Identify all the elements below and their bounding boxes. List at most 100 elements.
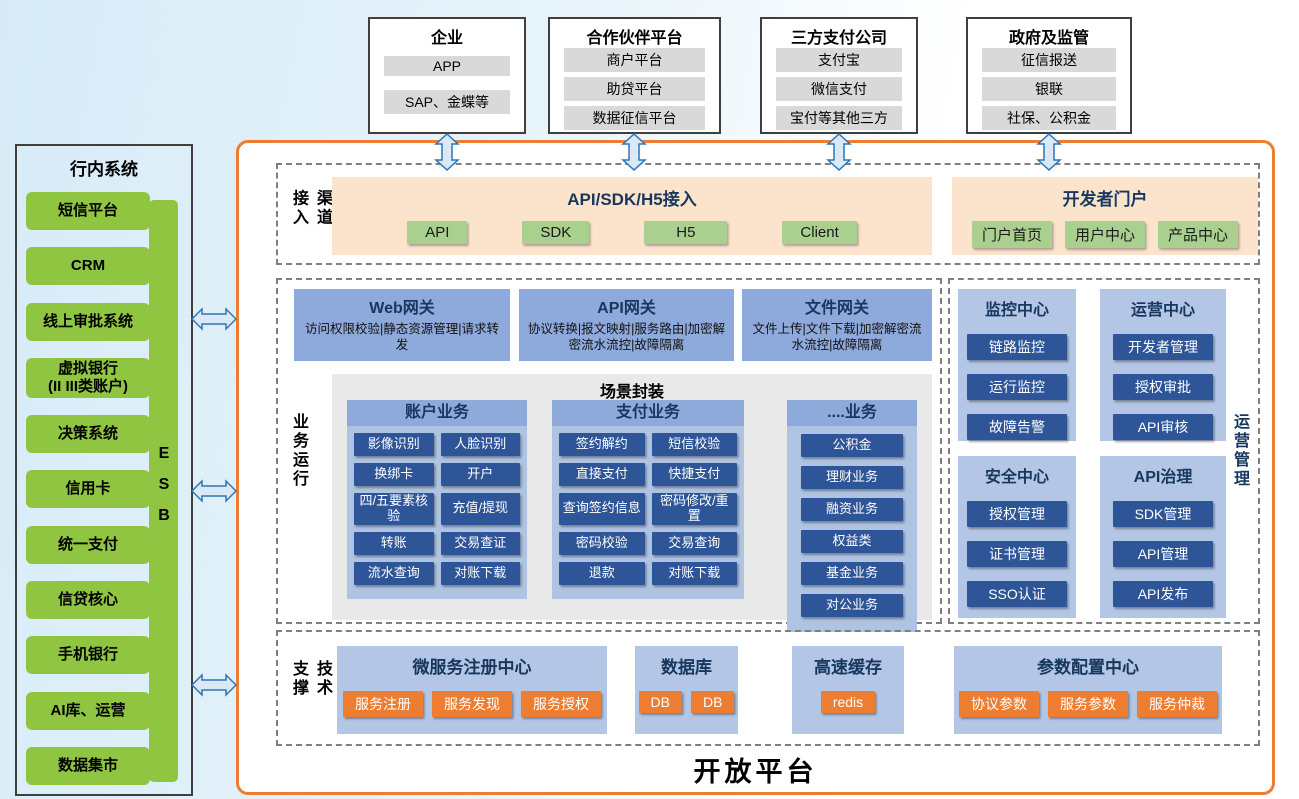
panel-title: 参数配置中心 (1037, 658, 1139, 677)
external-box-title: 合作伙伴平台 (586, 30, 683, 47)
group-grid: 签约解约 短信校验 直接支付 快捷支付 查询签约信息 密码修改/重置 密码校验 … (552, 426, 744, 592)
external-box-enterprise: 企业 APP SAP、金蝶等 (368, 17, 526, 134)
panel-title: 数据库 (661, 658, 712, 677)
gateway-title: Web网关 (369, 300, 435, 317)
service-chip: 直接支付 (559, 463, 645, 486)
client-chip: Client (782, 221, 857, 244)
gateway-desc: 访问权限校验|静态资源管理|请求转发 (305, 322, 499, 353)
external-box-title: 三方支付公司 (790, 30, 887, 47)
internal-system-item: 统一支付 (26, 525, 150, 564)
ops-chip: 运行监控 (967, 374, 1067, 400)
service-chip: 转账 (354, 531, 434, 555)
external-item: SAP、金蝶等 (384, 89, 510, 114)
internal-systems-list: 短信平台 CRM 线上审批系统 虚拟银行 (II III类账户) 决策系统 信用… (26, 192, 150, 785)
internal-system-item: 信用卡 (26, 470, 150, 509)
service-chip: 开户 (440, 463, 520, 486)
panel-title: 高速缓存 (814, 658, 882, 677)
other-business-group: ....业务 公积金 理财业务 融资业务 权益类 基金业务 对公业务 (787, 400, 917, 632)
external-item: 商户平台 (564, 48, 705, 72)
service-chip: 交易查询 (651, 531, 737, 555)
tech-chip: 服务发现 (432, 691, 512, 717)
operation-management-label: 运营管理 (1231, 413, 1248, 489)
external-box-title: 政府及监管 (1008, 30, 1089, 47)
product-center-chip: 产品中心 (1158, 221, 1239, 248)
external-item: 社保、公积金 (982, 106, 1116, 130)
cache-panel: 高速缓存 redis (792, 646, 904, 734)
external-box-partner-platform: 合作伙伴平台 商户平台 助贷平台 数据征信平台 (548, 17, 721, 134)
external-box-government-regulator: 政府及监管 征信报送 银联 社保、公积金 (966, 17, 1132, 134)
tech-buttons-row: redis (820, 691, 876, 713)
ops-chip: SSO认证 (967, 581, 1067, 607)
service-chip: 影像识别 (354, 433, 434, 456)
api-chip: API (407, 221, 468, 244)
ops-chip: 链路监控 (967, 334, 1067, 360)
tech-chip: 服务注册 (343, 691, 423, 717)
api-governance-panel: API治理 SDK管理 API管理 API发布 (1100, 456, 1226, 618)
service-chip: 换绑卡 (354, 463, 434, 486)
external-box-title: 企业 (430, 30, 463, 47)
external-item: 宝付等其他三方 (776, 106, 902, 130)
tech-chip: 协议参数 (959, 691, 1039, 717)
internal-system-item: CRM (26, 247, 150, 286)
tech-buttons-row: 服务注册 服务发现 服务授权 (343, 691, 601, 717)
internal-system-item: 虚拟银行 (II III类账户) (26, 357, 150, 398)
service-chip: 对账下载 (651, 561, 737, 585)
ops-chip: API管理 (1113, 541, 1213, 567)
ops-chip: 授权管理 (967, 501, 1067, 527)
ops-chip: API审核 (1113, 414, 1213, 440)
service-chip: 对公业务 (801, 594, 903, 617)
h5-chip: H5 (644, 221, 728, 244)
horizontal-double-arrow (191, 307, 237, 331)
tech-buttons-row: DB DB (638, 691, 735, 713)
db-chip: DB (691, 691, 735, 713)
portal-home-chip: 门户首页 (971, 221, 1052, 248)
service-chip: 密码校验 (559, 531, 645, 555)
service-chip: 人脸识别 (440, 433, 520, 456)
service-chip: 基金业务 (801, 562, 903, 585)
down-double-arrow (621, 133, 647, 171)
internal-system-item: 短信平台 (26, 192, 150, 230)
service-chip: 融资业务 (801, 498, 903, 521)
external-item: 数据征信平台 (564, 106, 705, 130)
service-chip: 四/五要素核验 (354, 493, 434, 525)
external-item: 征信报送 (982, 48, 1116, 72)
sdk-chip: SDK (522, 221, 590, 244)
developer-portal-box: 开发者门户 门户首页 用户中心 产品中心 (952, 177, 1258, 255)
service-chip: 查询签约信息 (559, 493, 645, 525)
external-item: 支付宝 (776, 48, 902, 72)
panel-title: 监控中心 (984, 302, 1049, 319)
parameter-config-panel: 参数配置中心 协议参数 服务参数 服务仲裁 (954, 646, 1222, 734)
channel-access-section: 渠道接入 API/SDK/H5接入 API SDK H5 Client 开发者门… (276, 163, 1260, 265)
monitoring-center-panel: 监控中心 链路监控 运行监控 故障告警 (958, 289, 1076, 441)
tech-chip: 服务仲裁 (1137, 691, 1217, 717)
gateway-title: 文件网关 (804, 300, 869, 317)
operation-management-section: 运营管理 监控中心 链路监控 运行监控 故障告警 运营中心 开发者管理 授权审批… (948, 278, 1260, 624)
ops-chip: 授权审批 (1113, 374, 1213, 400)
scenario-encapsulation-box: 场景封装 账户业务 影像识别 人脸识别 换绑卡 开户 四/五要素核验 充值/提现… (332, 374, 932, 632)
external-item: 微信支付 (776, 77, 902, 101)
account-business-group: 账户业务 影像识别 人脸识别 换绑卡 开户 四/五要素核验 充值/提现 转账 交… (347, 400, 527, 599)
internal-systems-panel: 行内系统 短信平台 CRM 线上审批系统 虚拟银行 (II III类账户) 决策… (15, 144, 193, 796)
business-operation-label: 业务运行 (290, 413, 307, 489)
horizontal-double-arrow (191, 479, 237, 503)
service-chip: 理财业务 (801, 466, 903, 489)
group-grid: 影像识别 人脸识别 换绑卡 开户 四/五要素核验 充值/提现 转账 交易查证 流… (347, 426, 527, 592)
service-chip: 快捷支付 (651, 463, 737, 486)
access-box-title: API/SDK/H5接入 (567, 190, 697, 209)
down-double-arrow (826, 133, 852, 171)
ops-chip: 开发者管理 (1113, 334, 1213, 360)
external-box-third-party-payment: 三方支付公司 支付宝 微信支付 宝付等其他三方 (760, 17, 918, 134)
ops-chip: 证书管理 (967, 541, 1067, 567)
service-chip: 对账下载 (440, 561, 520, 585)
ops-chip: API发布 (1113, 581, 1213, 607)
ops-chip: 故障告警 (967, 414, 1067, 440)
service-chip: 密码修改/重置 (651, 493, 737, 525)
internal-system-item: 信贷核心 (26, 581, 150, 620)
gateway-title: API网关 (597, 300, 656, 317)
down-double-arrow (434, 133, 460, 171)
tech-chip: 服务参数 (1048, 691, 1128, 717)
scenario-title: 场景封装 (599, 384, 664, 401)
external-item: 银联 (982, 77, 1116, 101)
external-box-items: 征信报送 银联 社保、公积金 (982, 48, 1116, 130)
